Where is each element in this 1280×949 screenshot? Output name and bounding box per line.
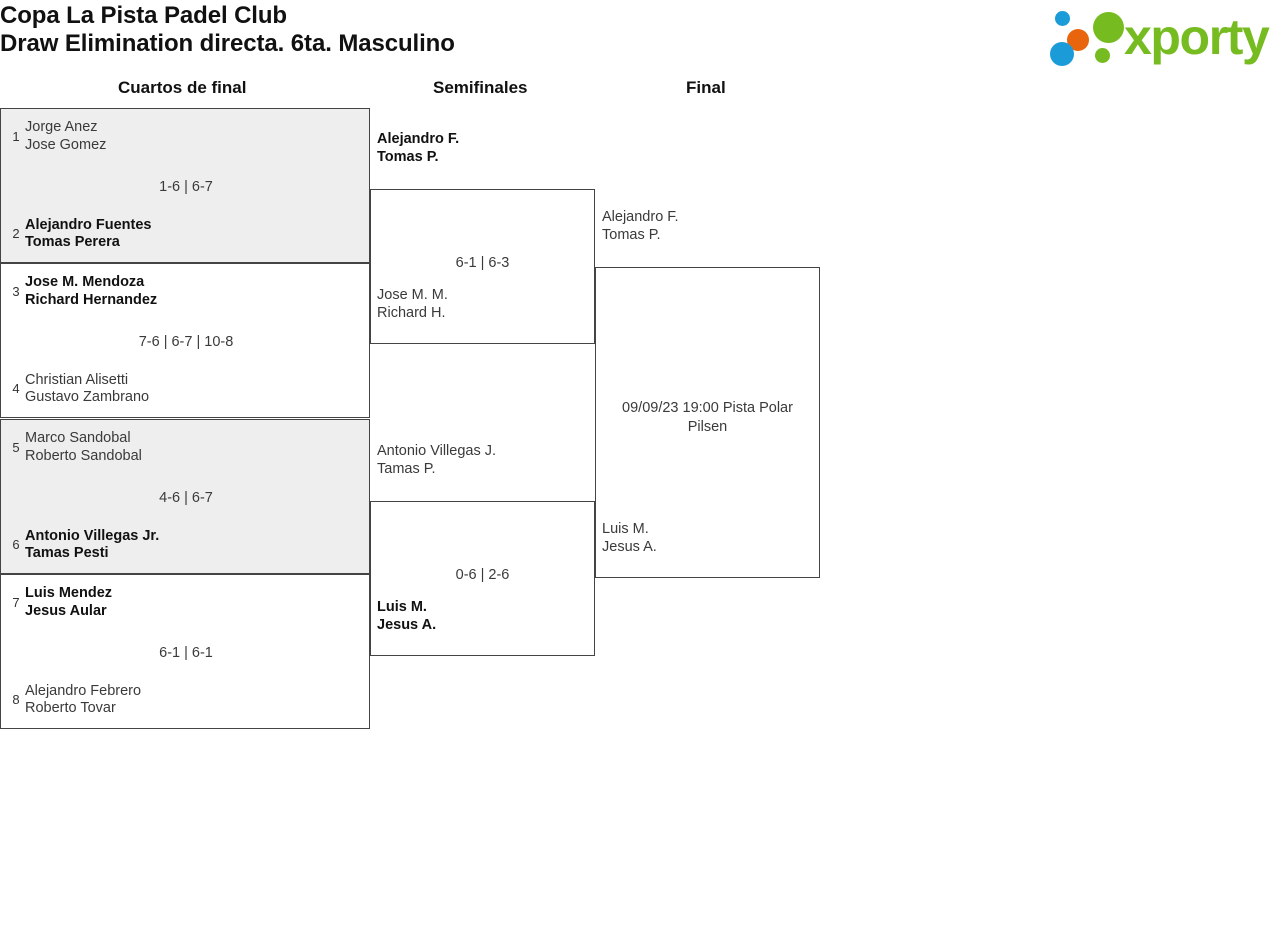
- player-name-2: Tomas Perera: [25, 234, 120, 251]
- seed-number: 7: [12, 594, 20, 610]
- team-players: Alejandro Fuentes Tomas Perera: [25, 217, 152, 252]
- match-qf1-team-bottom[interactable]: 2 Alejandro Fuentes Tomas Perera: [7, 217, 152, 252]
- match-quarterfinal-4[interactable]: 7 Luis Mendez Jesus Aular 6-1 | 6-1 8 Al…: [0, 574, 370, 729]
- player-name-2: Jesus Aular: [25, 602, 107, 619]
- player-name-2: Jesus A.: [377, 616, 437, 633]
- tournament-name: Copa La Pista Padel Club: [0, 2, 287, 29]
- match-quarterfinal-1[interactable]: 1 Jorge Anez Jose Gomez 1-6 | 6-7 2 Alej…: [0, 108, 370, 263]
- player-name-2: Roberto Sandobal: [25, 447, 142, 464]
- player-name-1: Alejandro F.: [602, 209, 679, 225]
- player-name-2: Gustavo Zambrano: [25, 389, 150, 406]
- semifinal-2-team-top[interactable]: Antonio Villegas J. Tamas P.: [377, 443, 496, 478]
- logo-dot-orange-icon: [1067, 29, 1089, 51]
- page-header: Copa La Pista Padel Club Draw Eliminatio…: [0, 0, 1280, 78]
- match-final-schedule: 09/09/23 19:00 Pista Polar Pilsen: [596, 399, 819, 437]
- round-header-semifinals: Semifinales: [433, 78, 528, 97]
- final-team-bottom[interactable]: Luis M. Jesus A.: [602, 521, 657, 556]
- player-name-2: Tamas P.: [377, 460, 436, 477]
- player-name-2: Tamas Pesti: [25, 545, 109, 562]
- match-qf3-score: 4-6 | 6-7: [159, 490, 213, 506]
- match-qf3-team-top[interactable]: 5 Marco Sandobal Roberto Sandobal: [7, 430, 142, 465]
- match-qf1-team-top[interactable]: 1 Jorge Anez Jose Gomez: [7, 119, 106, 154]
- player-name-1: Alejandro Febrero: [25, 682, 142, 699]
- player-name-2: Tomas P.: [602, 226, 661, 243]
- seed-number: 1: [12, 128, 20, 144]
- draw-name: Draw Elimination directa. 6ta. Masculino: [0, 29, 455, 57]
- player-name-1: Jorge Anez: [25, 119, 98, 135]
- player-name-1: Antonio Villegas J.: [377, 443, 497, 459]
- match-semifinal-1[interactable]: 6-1 | 6-3: [370, 189, 595, 344]
- match-qf2-score: 7-6 | 6-7 | 10-8: [138, 334, 234, 350]
- team-players: Luis Mendez Jesus Aular: [25, 585, 112, 620]
- player-name-1: Jose M. Mendoza: [25, 274, 145, 290]
- seed-number: 6: [12, 537, 20, 553]
- round-header-quarterfinals: Cuartos de final: [118, 78, 247, 97]
- seed-number: 3: [12, 283, 20, 299]
- final-schedule-line-1: 09/09/23 19:00 Pista Polar: [622, 400, 793, 416]
- logo-dot-green-small-icon: [1095, 48, 1110, 63]
- match-semifinal-2[interactable]: 0-6 | 2-6: [370, 501, 595, 656]
- team-players: Antonio Villegas Jr. Tamas Pesti: [25, 528, 159, 563]
- match-qf4-team-top[interactable]: 7 Luis Mendez Jesus Aular: [7, 585, 112, 620]
- player-name-1: Marco Sandobal: [25, 430, 131, 446]
- player-name-1: Alejandro Fuentes: [25, 216, 152, 233]
- final-team-top[interactable]: Alejandro F. Tomas P.: [602, 209, 679, 244]
- team-players: Jorge Anez Jose Gomez: [25, 119, 106, 154]
- page-title: Copa La Pista Padel Club Draw Eliminatio…: [0, 2, 455, 57]
- round-header-row: Cuartos de final Semifinales Final: [0, 78, 1280, 108]
- match-quarterfinal-2[interactable]: 3 Jose M. Mendoza Richard Hernandez 7-6 …: [0, 263, 370, 418]
- seed-number: 2: [12, 226, 20, 242]
- match-semifinal-2-score: 0-6 | 2-6: [455, 567, 510, 583]
- player-name-2: Jesus A.: [602, 538, 657, 555]
- match-final[interactable]: 09/09/23 19:00 Pista Polar Pilsen: [595, 267, 820, 578]
- player-name-1: Alejandro F.: [377, 131, 460, 147]
- match-qf3-team-bottom[interactable]: 6 Antonio Villegas Jr. Tamas Pesti: [7, 528, 159, 563]
- match-quarterfinal-3[interactable]: 5 Marco Sandobal Roberto Sandobal 4-6 | …: [0, 419, 370, 574]
- player-name-1: Luis M.: [602, 521, 649, 537]
- semifinal-1-team-top[interactable]: Alejandro F. Tomas P.: [377, 131, 459, 166]
- semifinal-2-team-bottom[interactable]: Luis M. Jesus A.: [377, 599, 436, 634]
- player-name-1: Christian Alisetti: [25, 371, 129, 388]
- player-name-2: Tomas P.: [377, 148, 439, 165]
- logo-wordmark: xporty: [1124, 9, 1270, 65]
- match-qf4-score: 6-1 | 6-1: [159, 645, 213, 661]
- seed-number: 8: [12, 692, 20, 708]
- player-name-2: Richard H.: [377, 304, 446, 321]
- logo-dot-blue-small-icon: [1055, 11, 1070, 26]
- player-name-1: Antonio Villegas Jr.: [25, 527, 160, 544]
- logo-dot-blue-large-icon: [1050, 42, 1074, 66]
- seed-number: 4: [12, 381, 20, 397]
- xporty-logo[interactable]: xporty: [1050, 6, 1274, 68]
- logo-dot-green-large-icon: [1093, 12, 1124, 43]
- match-qf1-score: 1-6 | 6-7: [159, 179, 213, 195]
- player-name-2: Jose Gomez: [25, 136, 107, 153]
- final-schedule-line-2: Pilsen: [687, 418, 728, 435]
- semifinal-1-team-bottom[interactable]: Jose M. M. Richard H.: [377, 287, 448, 322]
- team-players: Christian Alisetti Gustavo Zambrano: [25, 372, 149, 407]
- team-players: Jose M. Mendoza Richard Hernandez: [25, 274, 157, 309]
- match-qf4-team-bottom[interactable]: 8 Alejandro Febrero Roberto Tovar: [7, 683, 141, 718]
- player-name-2: Roberto Tovar: [25, 700, 116, 717]
- match-qf2-team-bottom[interactable]: 4 Christian Alisetti Gustavo Zambrano: [7, 372, 149, 407]
- player-name-2: Richard Hernandez: [25, 291, 158, 308]
- team-players: Marco Sandobal Roberto Sandobal: [25, 430, 142, 465]
- team-players: Alejandro Febrero Roberto Tovar: [25, 683, 141, 718]
- seed-number: 5: [12, 439, 20, 455]
- match-semifinal-1-score: 6-1 | 6-3: [455, 255, 510, 271]
- bracket: 1 Jorge Anez Jose Gomez 1-6 | 6-7 2 Alej…: [0, 108, 1280, 948]
- round-header-final: Final: [686, 78, 726, 97]
- player-name-1: Luis Mendez: [25, 585, 113, 601]
- player-name-1: Jose M. M.: [377, 287, 448, 303]
- player-name-1: Luis M.: [377, 599, 427, 615]
- match-qf2-team-top[interactable]: 3 Jose M. Mendoza Richard Hernandez: [7, 274, 157, 309]
